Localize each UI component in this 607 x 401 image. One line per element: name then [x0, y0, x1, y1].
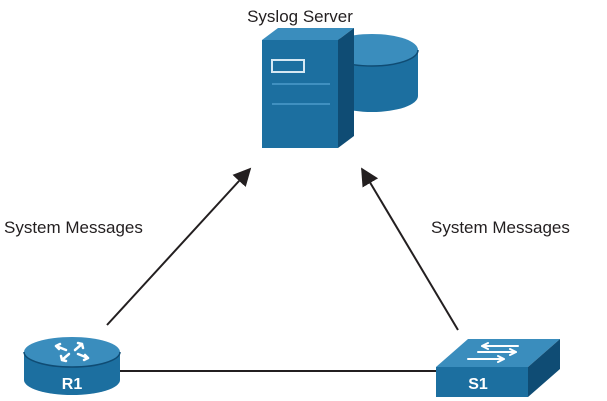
server-tower-icon: [262, 28, 354, 148]
arrow-r1-to-server: [106, 167, 252, 326]
syslog-server-label: Syslog Server: [247, 7, 353, 26]
router-icon: [23, 337, 121, 395]
link-label-s1: System Messages: [431, 218, 570, 237]
link-label-r1: System Messages: [4, 218, 143, 237]
switch-label: S1: [468, 376, 488, 393]
arrow-s1-to-server: [361, 167, 459, 331]
router-label: R1: [62, 376, 83, 393]
switch-icon: [436, 339, 560, 397]
